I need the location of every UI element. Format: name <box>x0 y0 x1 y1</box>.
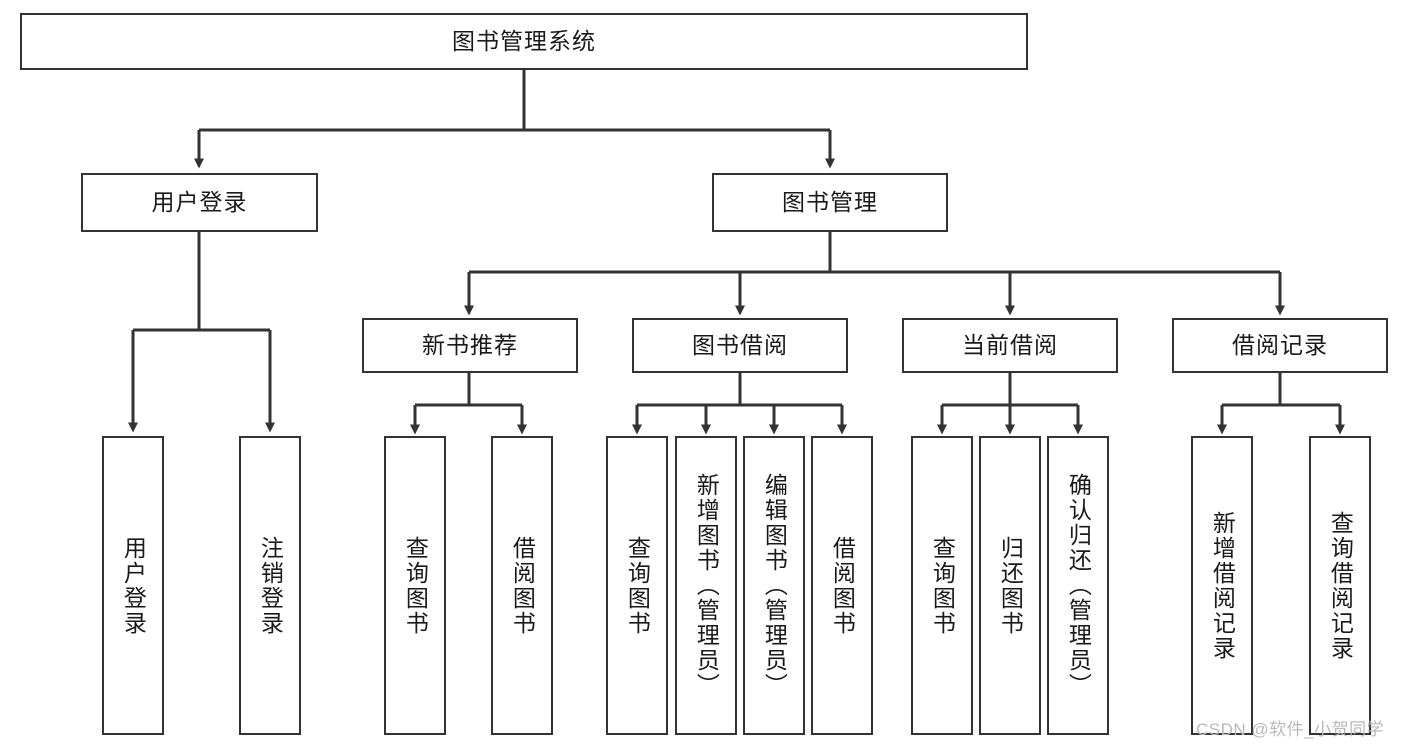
node-book-borrow-label: 图书借阅 <box>692 331 788 358</box>
node-leaf-query-record[interactable]: 查询借阅记录 <box>1309 436 1371 735</box>
node-leaf-edit-book-label: 编辑图书（管理员） <box>761 473 788 698</box>
node-leaf-add-book-label: 新增图书（管理员） <box>693 473 720 698</box>
node-leaf-user-login-label: 用户登录 <box>120 535 147 636</box>
node-leaf-add-record[interactable]: 新增借阅记录 <box>1191 436 1253 735</box>
node-root[interactable]: 图书管理系统 <box>20 13 1028 70</box>
node-leaf-borrow-book-1-label: 借阅图书 <box>509 535 536 636</box>
node-new-book-recommend-label: 新书推荐 <box>422 331 518 358</box>
node-leaf-query-book-1[interactable]: 查询图书 <box>384 436 446 735</box>
node-root-label: 图书管理系统 <box>452 27 596 54</box>
node-leaf-borrow-book-2[interactable]: 借阅图书 <box>811 436 873 735</box>
node-leaf-query-book-1-label: 查询图书 <box>402 535 429 636</box>
node-leaf-return-book-label: 归还图书 <box>997 535 1024 636</box>
node-borrow-record-label: 借阅记录 <box>1232 331 1328 358</box>
node-leaf-query-book-3-label: 查询图书 <box>929 535 956 636</box>
node-leaf-confirm-return-label: 确认归还（管理员） <box>1065 473 1092 698</box>
node-new-book-recommend[interactable]: 新书推荐 <box>362 318 578 373</box>
node-book-borrow[interactable]: 图书借阅 <box>632 318 848 373</box>
node-leaf-add-record-label: 新增借阅记录 <box>1209 510 1236 661</box>
node-borrow-record[interactable]: 借阅记录 <box>1172 318 1388 373</box>
node-leaf-add-book[interactable]: 新增图书（管理员） <box>675 436 737 735</box>
node-user-login[interactable]: 用户登录 <box>81 173 318 232</box>
node-book-manage-label: 图书管理 <box>782 188 878 215</box>
node-book-manage[interactable]: 图书管理 <box>712 173 948 232</box>
node-leaf-user-login[interactable]: 用户登录 <box>102 436 164 735</box>
node-leaf-edit-book[interactable]: 编辑图书（管理员） <box>743 436 805 735</box>
node-leaf-query-book-2-label: 查询图书 <box>624 535 651 636</box>
node-leaf-query-book-3[interactable]: 查询图书 <box>911 436 973 735</box>
node-leaf-query-record-label: 查询借阅记录 <box>1327 510 1354 661</box>
node-leaf-borrow-book-2-label: 借阅图书 <box>829 535 856 636</box>
node-leaf-query-book-2[interactable]: 查询图书 <box>606 436 668 735</box>
node-leaf-logout-label: 注销登录 <box>257 535 284 636</box>
node-leaf-confirm-return[interactable]: 确认归还（管理员） <box>1047 436 1109 735</box>
node-leaf-borrow-book-1[interactable]: 借阅图书 <box>491 436 553 735</box>
node-leaf-logout[interactable]: 注销登录 <box>239 436 301 735</box>
node-current-borrow-label: 当前借阅 <box>962 331 1058 358</box>
node-leaf-return-book[interactable]: 归还图书 <box>979 436 1041 735</box>
csdn-watermark: CSDN @软件_小贺同学 <box>1196 720 1385 739</box>
node-user-login-label: 用户登录 <box>151 188 248 215</box>
node-current-borrow[interactable]: 当前借阅 <box>902 318 1118 373</box>
